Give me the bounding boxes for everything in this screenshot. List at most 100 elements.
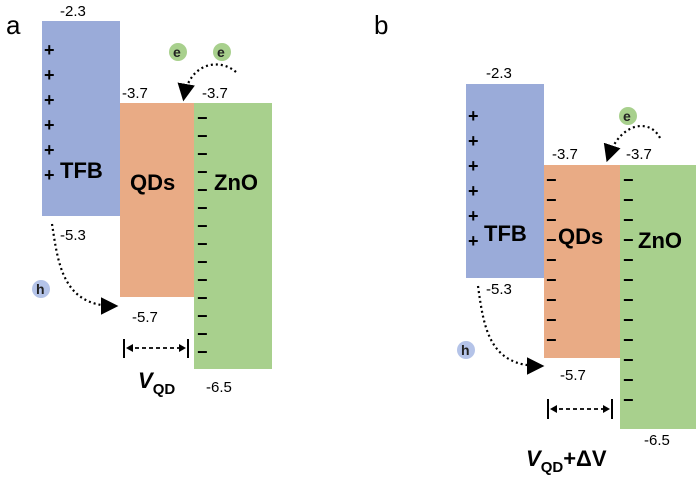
panel-b-zno-label: ZnO [638,228,682,253]
minus-sign: − [623,250,634,270]
panel-b-zno-bottom-level: -6.5 [644,432,670,449]
panel-a-plus-signs: + + + + + + [44,40,55,185]
panel-b-electron-badge [619,107,637,125]
minus-sign: − [546,310,557,330]
panel-b-tfb-label: TFB [484,221,527,246]
minus-sign: − [623,370,634,390]
plus-sign: + [468,206,479,226]
panel-b: b TFB QDs ZnO -2.3 -5.3 -3.7 -5.7 -3.7 -… [374,10,696,476]
panel-b-plus-signs: + + + + + + [468,106,479,251]
panel-a-hole-badge [32,280,50,298]
minus-sign: − [546,250,557,270]
panel-a: a TFB QDs ZnO -2.3 -5.3 -3.7 -5.7 -3.7 -… [6,3,272,398]
plus-sign: + [44,65,55,85]
panel-b-electron-arrow [603,124,661,163]
panel-b-tfb-band [466,84,544,278]
panel-a-qds-top-level: -3.7 [122,85,148,102]
voltage-symbol: V [526,446,543,471]
panel-b-qds-bottom-level: -5.7 [560,367,586,384]
minus-sign: − [197,324,208,344]
voltage-symbol: V [138,368,155,393]
panel-a-qds-label: QDs [130,170,175,195]
minus-sign: − [623,270,634,290]
panel-b-tfb-top-level: -2.3 [486,65,512,82]
plus-sign: + [44,90,55,110]
panel-a-qds-band [120,103,194,297]
minus-sign: − [623,230,634,250]
panel-b-tfb-bottom-level: -5.3 [486,281,512,298]
minus-sign: − [623,190,634,210]
plus-sign: + [44,140,55,160]
minus-sign: − [546,230,557,250]
panel-b-qds-minus-signs: − − − − − − − − − [546,170,557,350]
plus-sign: + [44,40,55,60]
minus-sign: − [197,252,208,272]
minus-sign: − [197,126,208,146]
panel-a-qds-bottom-level: -5.7 [132,309,158,326]
panel-a-electron-label: e [173,44,181,60]
panel-b-voltage-span [547,399,613,419]
panel-b-zno-minus-signs: − − − − − − − − − − − − [623,170,634,410]
minus-sign: − [197,180,208,200]
minus-sign: − [197,306,208,326]
minus-sign: − [546,330,557,350]
minus-sign: − [197,270,208,290]
panel-a-minus-signs: − − − − − − − − − − − − − − [197,108,208,362]
panel-a-tfb-label: TFB [60,158,103,183]
minus-sign: − [197,144,208,164]
minus-sign: − [197,108,208,128]
panel-a-tfb-bottom-level: -5.3 [60,227,86,244]
panel-a-voltage-label: VQD [138,368,175,398]
panel-a-electron-badge [213,43,231,61]
plus-sign: + [468,231,479,251]
panel-a-hole-arrow [50,223,119,315]
panel-b-zno-band [620,165,696,429]
panel-b-hole-badge [457,341,475,359]
panel-a-zno-label: ZnO [214,170,258,195]
minus-sign: − [546,290,557,310]
minus-sign: − [546,270,557,290]
panel-a-zno-bottom-level: -6.5 [206,379,232,396]
panel-a-label: a [6,10,21,40]
panel-a-tfb-top-level: -2.3 [60,3,86,20]
minus-sign: − [623,310,634,330]
panel-b-qds-label: QDs [558,224,603,249]
panel-b-hole-arrow [476,285,545,375]
panel-a-zno-top-level: -3.7 [202,85,228,102]
minus-sign: − [197,288,208,308]
panel-b-qds-top-level: -3.7 [552,146,578,163]
minus-sign: − [623,390,634,410]
minus-sign: − [623,290,634,310]
panel-a-hole-label: h [36,281,45,297]
panel-b-voltage-label: VQD+ΔV [526,446,607,476]
minus-sign: − [623,210,634,230]
voltage-subscript: QD [541,459,564,476]
plus-sign: + [44,165,55,185]
panel-a-tfb-band [42,21,120,216]
panel-a-electron-badge [169,43,187,61]
plus-sign: + [44,115,55,135]
minus-sign: − [623,170,634,190]
panel-b-label: b [374,10,388,40]
plus-sign: + [468,181,479,201]
plus-sign: + [468,106,479,126]
minus-sign: − [197,162,208,182]
minus-sign: − [623,350,634,370]
minus-sign: − [546,210,557,230]
panel-a-zno-band [194,103,272,369]
voltage-delta: +ΔV [563,446,607,471]
panel-a-electron-arrow [177,63,237,102]
minus-sign: − [623,330,634,350]
minus-sign: − [197,216,208,236]
minus-sign: − [546,170,557,190]
panel-b-electron-label: e [623,108,631,124]
panel-b-qds-band [544,165,620,358]
minus-sign: − [197,198,208,218]
plus-sign: + [468,131,479,151]
plus-sign: + [468,156,479,176]
panel-a-electron-label: e [217,44,225,60]
panel-b-zno-top-level: -3.7 [626,146,652,163]
panel-b-hole-label: h [461,342,470,358]
minus-sign: − [546,190,557,210]
